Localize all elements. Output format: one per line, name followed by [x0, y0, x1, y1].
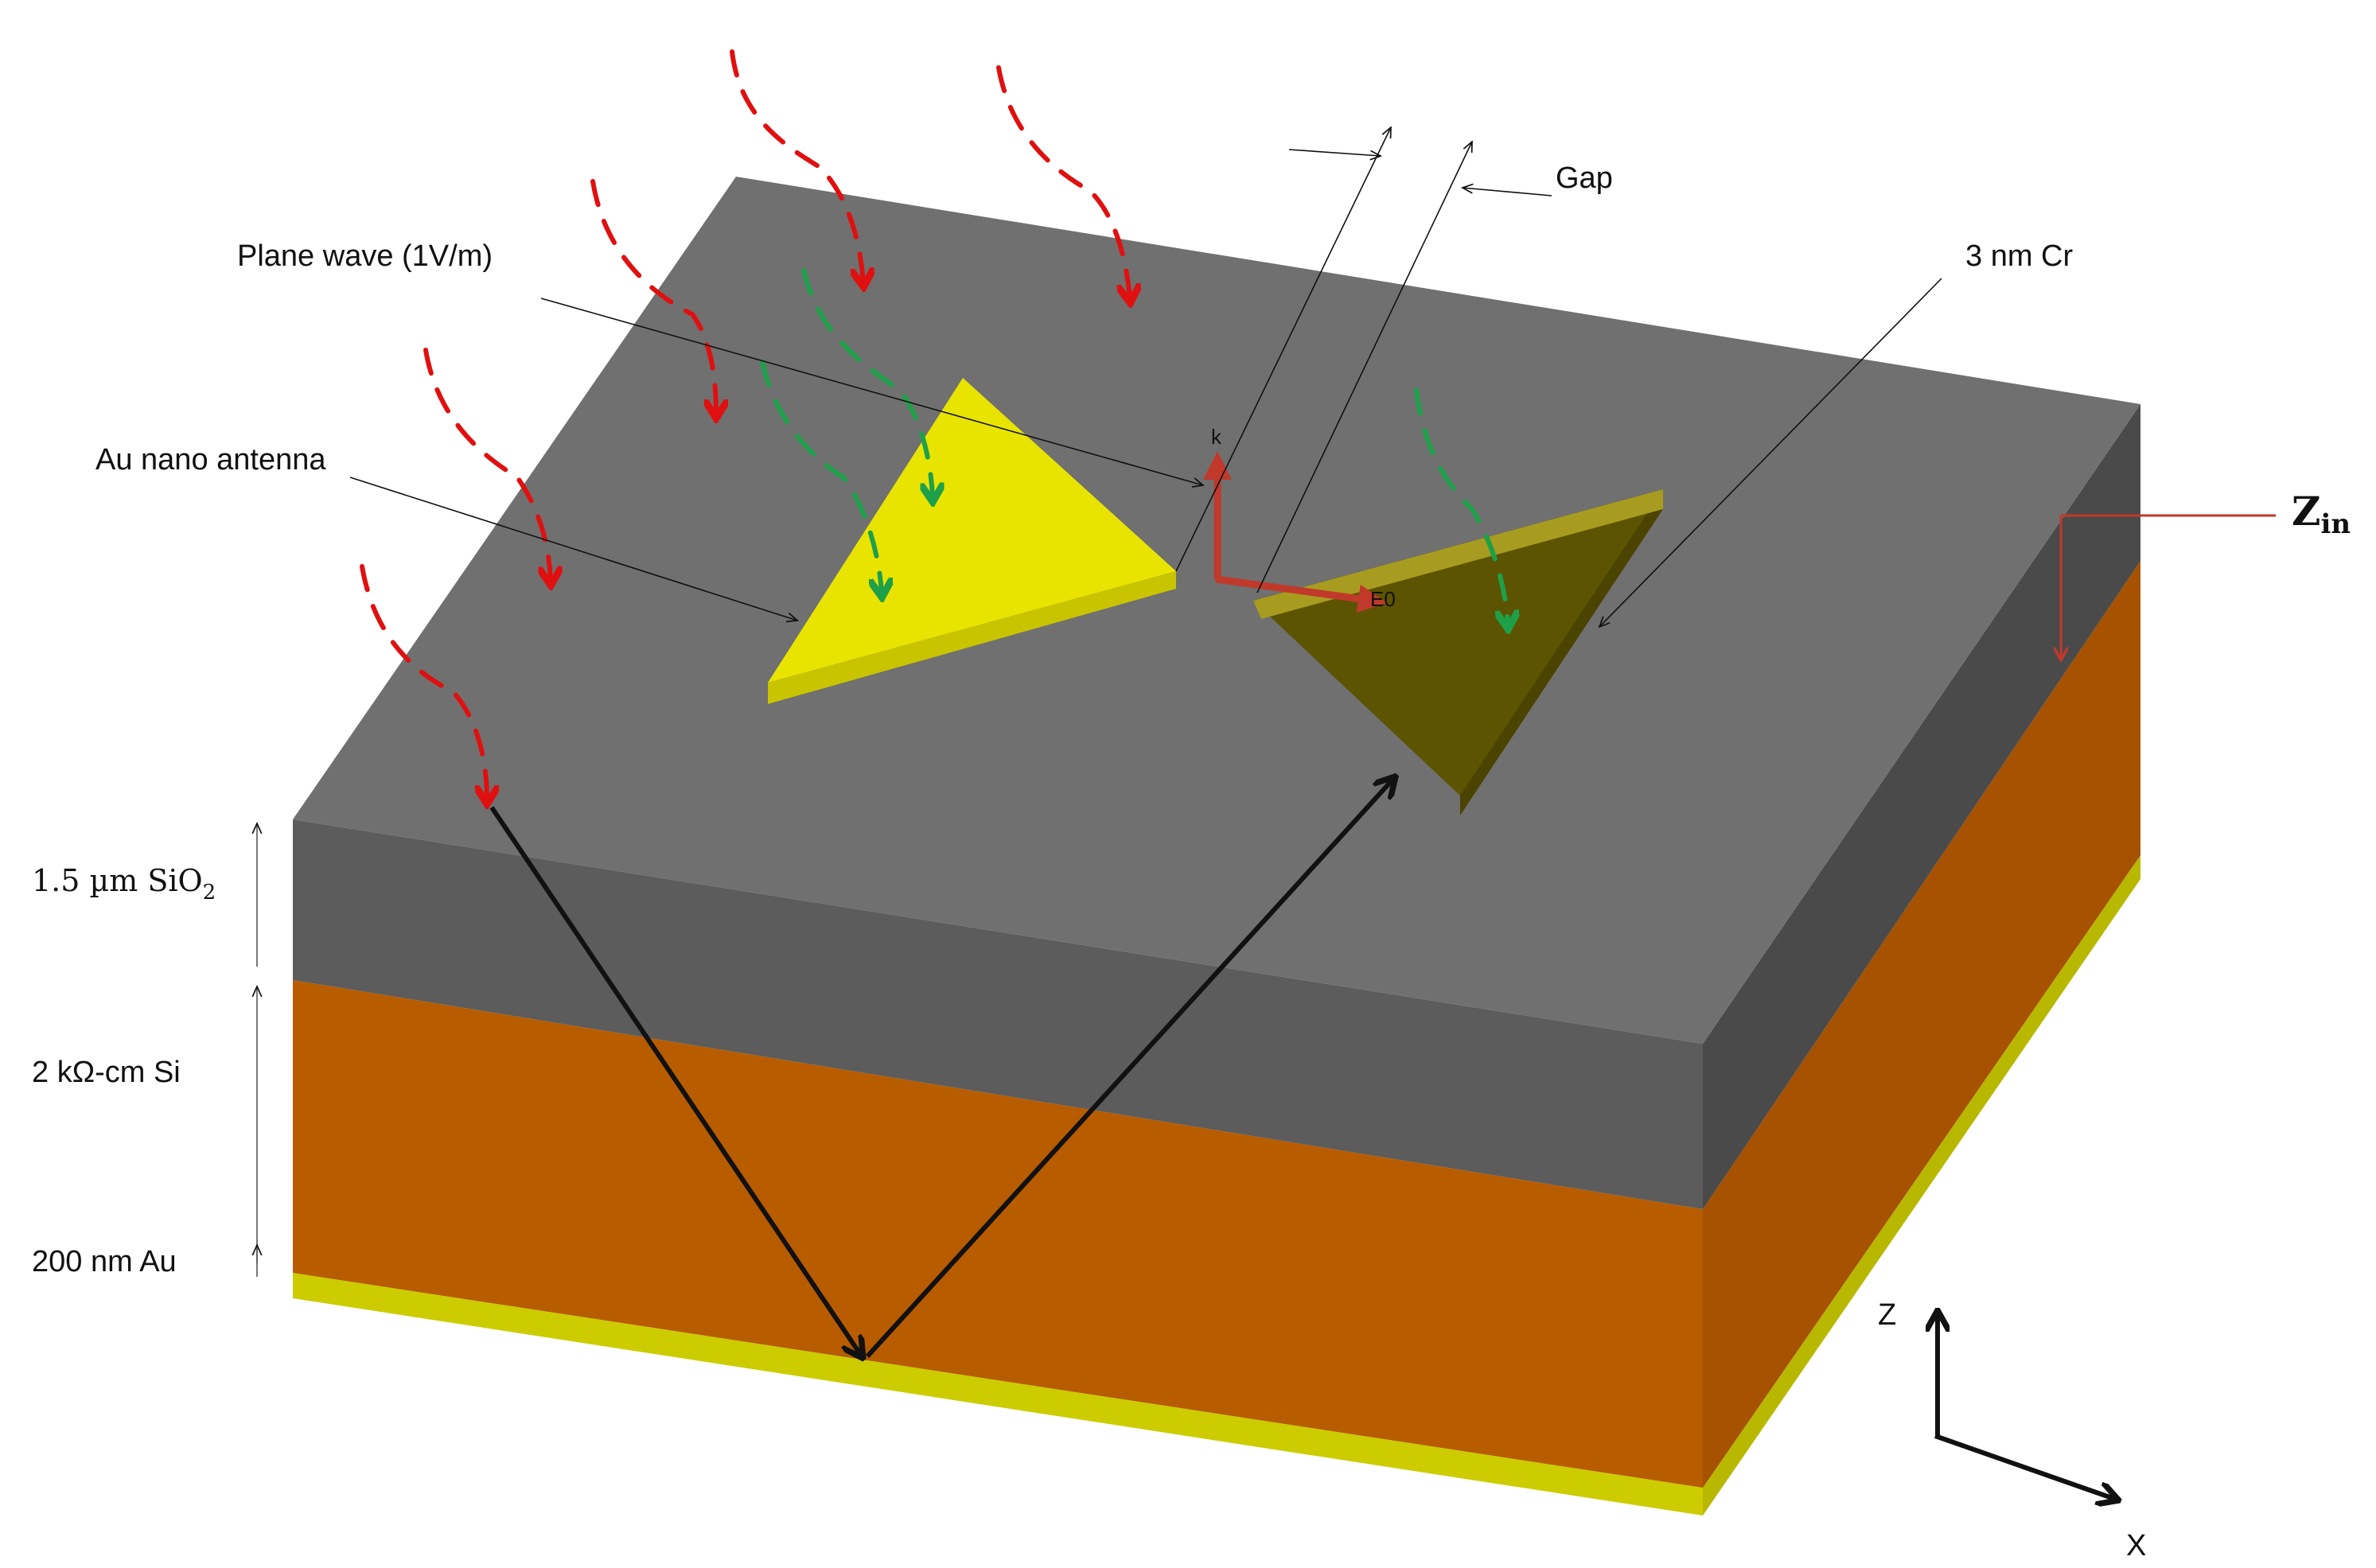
x-axis-arrow [1934, 1434, 2117, 1500]
sio2-layer-front [293, 819, 1703, 1209]
au-antenna-top [768, 378, 1176, 683]
reflection-ray-up [865, 778, 1394, 1359]
gap-pointer-top [1288, 149, 1381, 156]
transmitted-wave-arrow [1414, 387, 1508, 624]
incident-wave-arrow [590, 179, 716, 414]
si-layer-side [1703, 561, 2140, 1488]
cr-antenna-top [1253, 489, 1663, 796]
au-antenna-label: Au nano antenna [95, 443, 326, 477]
plane-wave-leader [540, 298, 1203, 485]
e0-label: E0 [1370, 587, 1396, 611]
gap-label: Gap [1556, 161, 1613, 195]
leader-lines [349, 127, 1942, 627]
au-antenna-side [768, 571, 1176, 704]
zin-indicator: Zin [2061, 488, 2351, 659]
au-layer-label: 200 nm Au [32, 1245, 177, 1278]
cr-layer-leader [1599, 278, 1942, 627]
transmitted-wave-arrow [760, 360, 882, 593]
plane-wave-label: Plane wave (1V/m) [237, 239, 493, 273]
gap-leader-left [1175, 127, 1391, 572]
reflection-path [489, 778, 1394, 1359]
si-label: 2 kΩ-cm Si [32, 1056, 181, 1089]
z-axis-label: Z [1878, 1298, 1896, 1332]
k-label: k [1211, 425, 1222, 449]
x-axis-label: X [2126, 1529, 2146, 1562]
cr-antenna-rim [1253, 489, 1663, 619]
au-layer-side [1703, 855, 2140, 1515]
incident-wave-arrow [996, 65, 1130, 298]
sio2-label: 1.5 µm SiO2 [32, 863, 216, 905]
transmitted-wave-arrow [801, 268, 933, 497]
coordinate-axes [1935, 1313, 2117, 1500]
transmitted-wave-arrows [760, 268, 1508, 624]
e0-vector-arrow [1215, 575, 1387, 613]
sio2-layer-top [293, 177, 2140, 1044]
sio2-subscript: 2 [203, 881, 216, 905]
reflection-ray-down [489, 806, 862, 1356]
incident-wave-arrow [730, 49, 863, 282]
au-layer-front [293, 1273, 1703, 1515]
zin-label: Zin [2292, 488, 2351, 540]
gap-leader-right [1256, 142, 1472, 593]
cr-layer-label: 3 nm Cr [1965, 239, 2073, 273]
au-antenna-leader [349, 477, 797, 621]
field-vectors: k E0 [1203, 425, 1396, 613]
incident-wave-arrow [360, 564, 487, 800]
incident-wave-arrows [360, 49, 1130, 800]
zin-subscript: in [2321, 508, 2351, 540]
gap-pointer-right [1463, 188, 1552, 196]
sio2-layer-side [1703, 404, 2140, 1209]
si-layer-front [293, 980, 1703, 1488]
incident-wave-arrow [423, 348, 551, 581]
